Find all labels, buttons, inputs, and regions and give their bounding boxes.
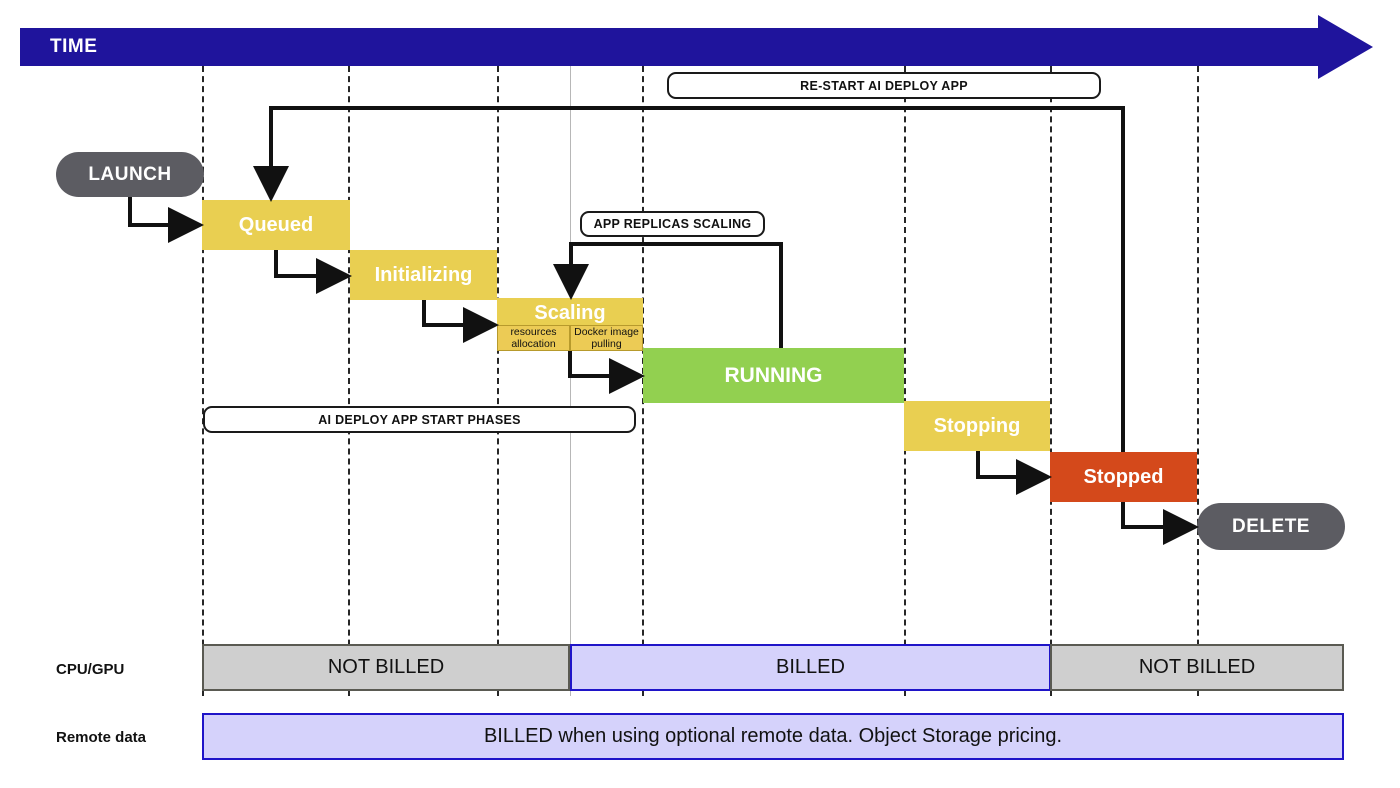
- state-stopping[interactable]: Stopping: [904, 401, 1050, 451]
- scaling-substep-resources: resources allocation: [497, 325, 570, 351]
- billing-segment-remote-billed: BILLED when using optional remote data. …: [202, 713, 1344, 760]
- state-stopped-label: Stopped: [1083, 465, 1164, 488]
- annotation-restart-label: RE-START AI DEPLOY APP: [800, 78, 968, 93]
- gridline-8: [1197, 66, 1199, 696]
- state-initializing-label: Initializing: [374, 263, 473, 286]
- annotation-app-replicas-scaling: APP REPLICAS SCALING: [580, 211, 765, 237]
- billing-segment-remote-billed-label: BILLED when using optional remote data. …: [483, 725, 1063, 747]
- state-running[interactable]: RUNNING: [643, 348, 904, 403]
- gridline-2: [348, 66, 350, 696]
- gridline-7: [1050, 66, 1052, 696]
- gridline-3: [497, 66, 499, 696]
- annotation-restart: RE-START AI DEPLOY APP: [667, 72, 1101, 99]
- gridline-6: [904, 66, 906, 696]
- billing-row-label-remote-data-text: Remote data: [56, 728, 147, 746]
- time-axis-bar: TIME: [20, 28, 1320, 66]
- annotation-start-phases: AI DEPLOY APP START PHASES: [203, 406, 636, 433]
- state-running-label: RUNNING: [724, 363, 823, 387]
- scaling-substeps: resources allocation Docker image pullin…: [497, 325, 643, 351]
- billing-segment-cpu-not-billed-right: NOT BILLED: [1050, 644, 1344, 691]
- annotation-start-phases-label: AI DEPLOY APP START PHASES: [318, 412, 521, 427]
- annotation-app-replicas-scaling-label: APP REPLICAS SCALING: [593, 217, 752, 231]
- state-initializing[interactable]: Initializing: [350, 250, 497, 300]
- billing-segment-cpu-billed-label: BILLED: [776, 656, 845, 678]
- scaling-substep-docker-label: Docker image pulling: [574, 326, 639, 350]
- state-queued-label: Queued: [238, 213, 314, 236]
- arrow-initializing-to-scaling: [422, 300, 499, 343]
- gridline-4: [570, 66, 571, 696]
- arrow-launch-to-queued: [128, 197, 204, 243]
- arrow-stopping-to-stopped: [976, 451, 1052, 495]
- state-scaling[interactable]: Scaling: [497, 298, 643, 328]
- scaling-substep-docker: Docker image pulling: [570, 325, 643, 351]
- state-stopping-label: Stopping: [933, 414, 1021, 437]
- state-stopped[interactable]: Stopped: [1050, 452, 1197, 502]
- state-queued[interactable]: Queued: [202, 200, 350, 250]
- billing-segment-cpu-not-billed-right-label: NOT BILLED: [1138, 656, 1256, 678]
- time-axis-label: TIME: [50, 36, 98, 57]
- state-scaling-label: Scaling: [534, 301, 606, 324]
- arrow-scaling-to-running: [568, 351, 645, 394]
- time-axis-arrowhead-icon: [1318, 15, 1373, 79]
- delete-pill[interactable]: DELETE: [1197, 503, 1345, 550]
- launch-pill[interactable]: LAUNCH: [56, 152, 204, 197]
- arrow-stopped-to-delete: [1121, 502, 1199, 545]
- billing-row-label-cpu-gpu: CPU/GPU: [56, 652, 196, 686]
- delete-pill-label: DELETE: [1232, 515, 1310, 537]
- arrow-queued-to-initializing: [274, 250, 352, 294]
- billing-row-label-cpu-gpu-text: CPU/GPU: [56, 660, 125, 678]
- billing-segment-cpu-not-billed-left-label: NOT BILLED: [327, 656, 445, 678]
- gridline-1: [202, 66, 204, 696]
- billing-segment-cpu-billed: BILLED: [570, 644, 1051, 691]
- billing-segment-cpu-not-billed-left: NOT BILLED: [202, 644, 570, 691]
- scaling-substep-resources-label: resources allocation: [510, 326, 557, 350]
- launch-pill-label: LAUNCH: [88, 163, 172, 185]
- billing-row-label-remote-data: Remote data: [56, 720, 206, 754]
